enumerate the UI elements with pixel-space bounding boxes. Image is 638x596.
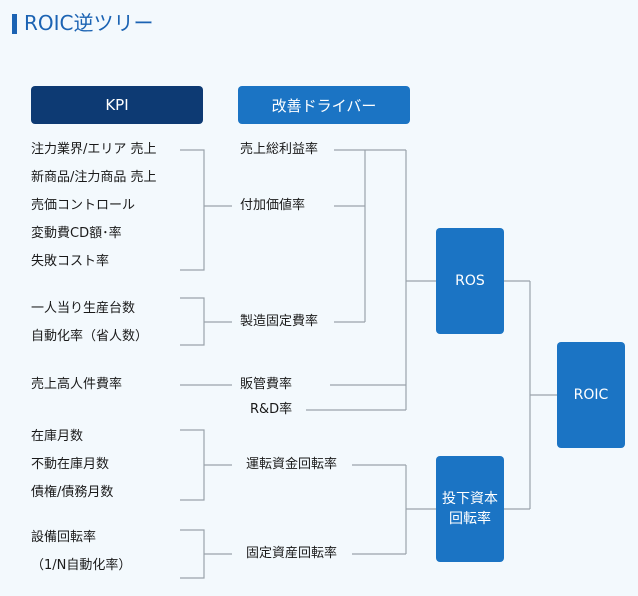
- driver-item: 販管費率: [240, 377, 293, 392]
- page-title: ROIC逆ツリー: [24, 11, 154, 35]
- driver-item: 売上総利益率: [240, 142, 319, 157]
- driver-item: 固定資産回転率: [246, 546, 338, 561]
- kpi-item: 自動化率（省人数）: [31, 329, 149, 344]
- kpi-item: 在庫月数: [31, 429, 84, 444]
- driver-header: 改善ドライバー: [238, 86, 410, 124]
- turnover-label: 回転率: [449, 511, 491, 527]
- kpi-item: 変動費CD額･率: [31, 226, 122, 241]
- roic-box: ROIC: [557, 342, 625, 448]
- driver-item: 製造固定費率: [240, 314, 319, 329]
- kpi-item: （1/N自動化率）: [31, 558, 132, 573]
- kpi-item: 売価コントロール: [31, 198, 136, 213]
- title-marker: [12, 14, 17, 34]
- kpi-item: 設備回転率: [31, 530, 97, 545]
- kpi-item: 注力業界/エリア 売上: [31, 142, 157, 157]
- kpi-item: 一人当り生産台数: [31, 301, 136, 316]
- kpi-item: 失敗コスト率: [31, 254, 110, 269]
- kpi-item: 新商品/注力商品 売上: [31, 170, 157, 185]
- kpi-header: KPI: [31, 86, 203, 124]
- ros-box: ROS: [436, 228, 504, 334]
- driver-item: 付加価値率: [240, 198, 306, 213]
- kpi-item: 売上高人件費率: [31, 377, 123, 392]
- kpi-item: 債権/債務月数: [31, 485, 114, 500]
- invested-capital-turnover-box: 投下資本 回転率: [436, 456, 504, 562]
- kpi-item: 不動在庫月数: [31, 457, 110, 472]
- driver-item: 運転資金回転率: [246, 457, 338, 472]
- driver-item: R&D率: [250, 402, 293, 417]
- invested-capital-label: 投下資本: [442, 491, 498, 507]
